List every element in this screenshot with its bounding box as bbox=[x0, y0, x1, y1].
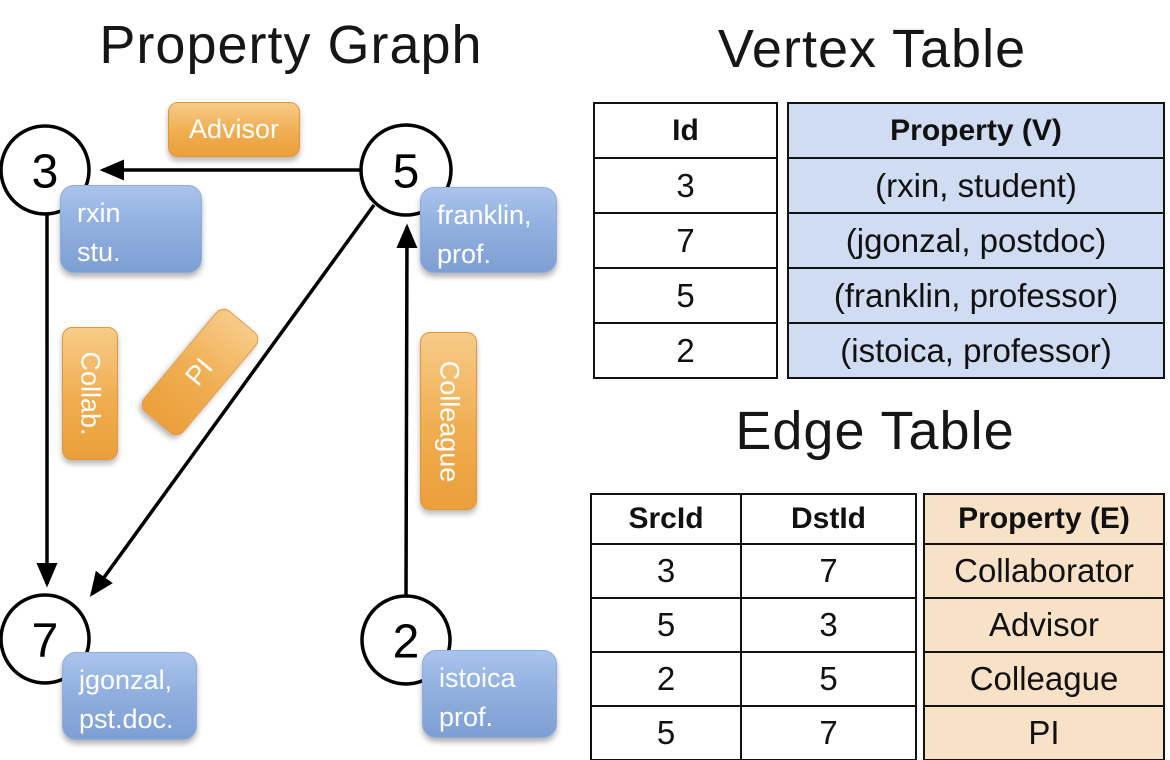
vertex-table-cell-property: (franklin, professor) bbox=[787, 267, 1165, 324]
vertex-property-line: prof. bbox=[437, 239, 492, 270]
vertex-table-cell-id: 3 bbox=[593, 157, 778, 214]
edge-table-property-column: Property (E) Collaborator Advisor Collea… bbox=[923, 493, 1165, 760]
edge-label-text: PI bbox=[179, 352, 220, 392]
vertex-table-cell-property: (rxin, student) bbox=[787, 157, 1165, 214]
edge-table-cell-dstid: 7 bbox=[740, 705, 917, 760]
edge-table-cell-property: Advisor bbox=[923, 597, 1165, 653]
edge-table-cell-srcid: 5 bbox=[590, 705, 742, 760]
vertex-property-box-5: franklin, prof. bbox=[420, 187, 557, 273]
vertex-id-7: 7 bbox=[31, 614, 59, 668]
edge-label-text: Advisor bbox=[188, 114, 280, 144]
edge-table-title: Edge Table bbox=[735, 401, 1015, 461]
vertex-table-cell-id: 2 bbox=[593, 322, 778, 379]
edge-table-cell-srcid: 3 bbox=[590, 543, 742, 599]
edge-table-cell-property: PI bbox=[923, 705, 1165, 760]
vertex-table-cell-property: (istoica, professor) bbox=[787, 322, 1165, 379]
vertex-id-5: 5 bbox=[392, 145, 420, 199]
vertex-property-line: pst.doc. bbox=[79, 704, 174, 735]
vertex-property-line: rxin bbox=[77, 198, 121, 228]
edge-table-cell-dstid: 3 bbox=[740, 597, 917, 653]
vertex-property-line: franklin, bbox=[437, 200, 532, 230]
edge-table-cell-property: Collaborator bbox=[923, 543, 1165, 599]
vertex-table-cell-property: (jgonzal, postdoc) bbox=[787, 212, 1165, 269]
vertex-table-title: Vertex Table bbox=[717, 19, 1027, 79]
vertex-table-cell-id: 7 bbox=[593, 212, 778, 269]
edge-table-header-srcid: SrcId bbox=[590, 493, 742, 545]
vertex-table-header-id: Id bbox=[593, 102, 778, 159]
vertex-table-header-property: Property (V) bbox=[787, 102, 1165, 159]
vertex-property-box-2: istoica prof. bbox=[422, 650, 557, 738]
edge-table-id-columns: SrcId DstId 3 7 5 3 2 5 5 7 bbox=[590, 493, 917, 760]
vertex-table-property-column: Property (V) (rxin, student) (jgonzal, p… bbox=[787, 102, 1165, 379]
edge-label-colleague: Colleague bbox=[420, 332, 477, 510]
vertex-property-box-3: rxin stu. bbox=[60, 185, 202, 273]
edge-label-advisor: Advisor bbox=[168, 102, 300, 157]
edge-table-header-property: Property (E) bbox=[923, 493, 1165, 545]
vertex-property-line: prof. bbox=[439, 702, 494, 733]
edge-table-cell-property: Colleague bbox=[923, 651, 1165, 707]
vertex-id-2: 2 bbox=[392, 615, 420, 669]
vertex-property-line: stu. bbox=[77, 237, 121, 268]
vertex-table-id-column: Id 3 7 5 2 bbox=[593, 102, 778, 379]
edge-colleague-2-to-5 bbox=[396, 223, 418, 598]
edge-table-cell-srcid: 2 bbox=[590, 651, 742, 707]
edge-table-cell-dstid: 5 bbox=[740, 651, 917, 707]
edge-label-collab: Collab. bbox=[62, 327, 118, 460]
vertex-id-3: 3 bbox=[31, 145, 59, 199]
edge-label-text: Colleague bbox=[434, 360, 464, 482]
property-graph-title: Property Graph bbox=[99, 15, 483, 75]
vertex-table-cell-id: 5 bbox=[593, 267, 778, 324]
edge-label-text: Collab. bbox=[75, 351, 106, 436]
edge-table-cell-srcid: 5 bbox=[590, 597, 742, 653]
edge-table-header-dstid: DstId bbox=[740, 493, 917, 545]
vertex-property-box-7: jgonzal, pst.doc. bbox=[62, 652, 197, 740]
vertex-property-line: jgonzal, bbox=[79, 665, 173, 695]
vertex-property-line: istoica bbox=[439, 663, 516, 693]
edge-pi-5-to-7 bbox=[89, 203, 376, 597]
edge-table-cell-dstid: 7 bbox=[740, 543, 917, 599]
